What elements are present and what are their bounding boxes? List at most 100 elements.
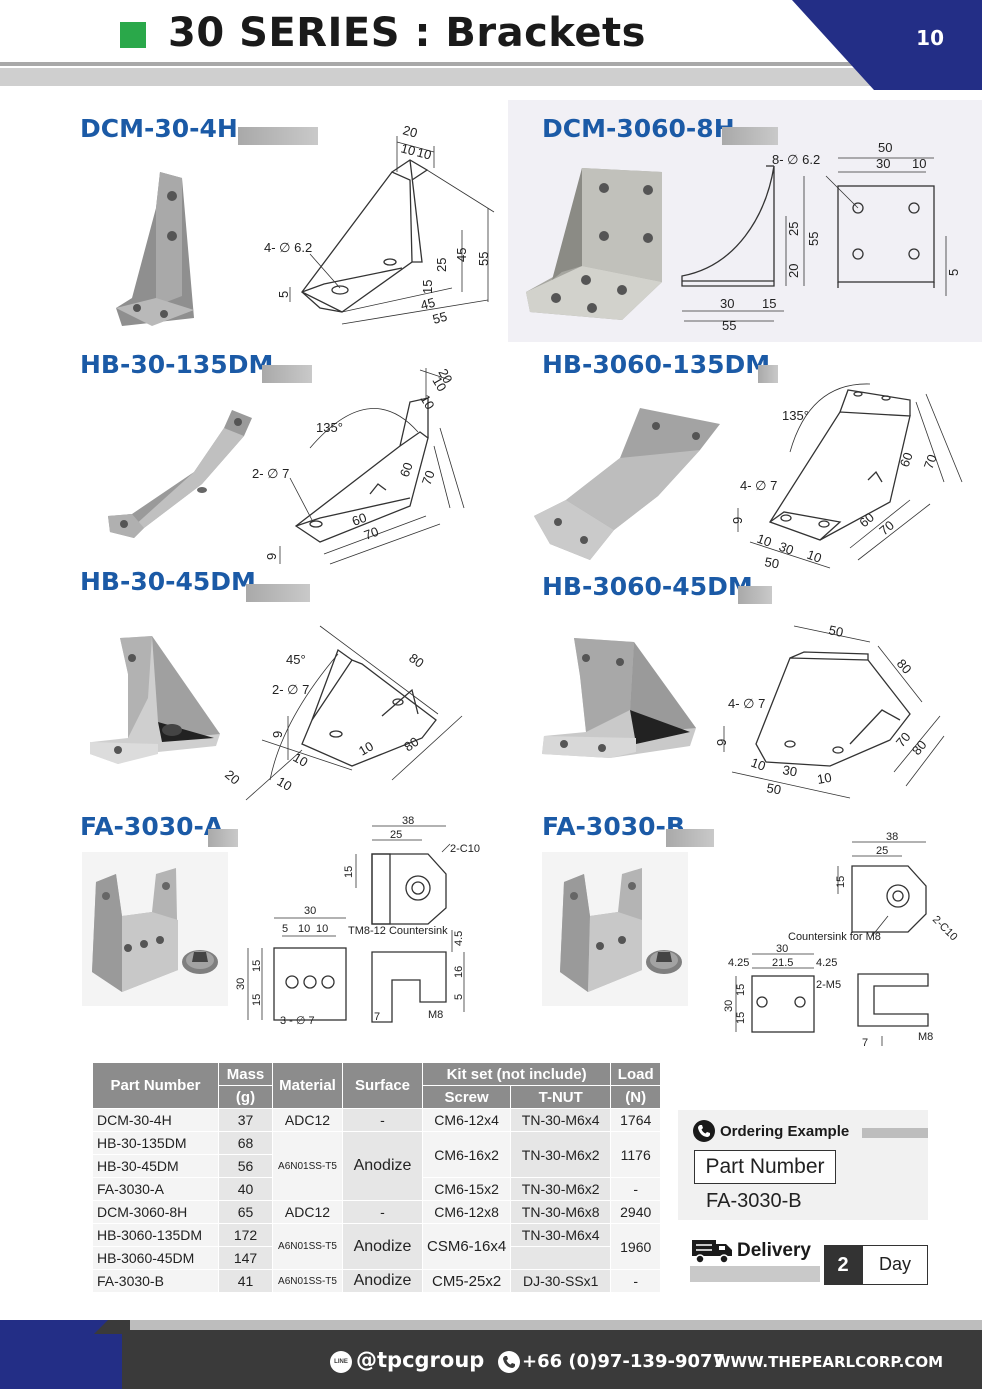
title-bar <box>246 584 310 602</box>
svg-text:10: 10 <box>417 392 437 412</box>
table-row: FA-3030-B 41 A6N01SS-T5 Anodize CM5-25x2… <box>92 1269 662 1293</box>
svg-text:50: 50 <box>827 622 844 640</box>
product-photo-dcm-30-4h <box>112 168 202 328</box>
drawing-hb-3060-135dm: 135° 4- ∅ 7 60 70 60 70 9 10 30 10 50 <box>730 372 970 572</box>
svg-text:55: 55 <box>476 252 491 266</box>
delivery-unit: Day <box>862 1245 928 1285</box>
svg-text:135°: 135° <box>316 420 343 435</box>
svg-text:60: 60 <box>350 510 369 529</box>
title-bar <box>666 829 714 847</box>
phone-icon <box>498 1351 520 1373</box>
svg-text:50: 50 <box>878 140 892 155</box>
svg-text:80: 80 <box>401 734 421 755</box>
svg-text:70: 70 <box>419 468 438 487</box>
product-title-hb-3060-45dm: HB-3060-45DM <box>542 572 753 601</box>
title-bar <box>208 829 238 847</box>
page-title: 30 SERIES : Brackets <box>168 10 646 56</box>
footer-line-id: @tpcgroup <box>356 1348 485 1372</box>
svg-text:50: 50 <box>763 554 780 571</box>
svg-text:M8: M8 <box>428 1009 443 1021</box>
svg-text:60: 60 <box>897 450 916 469</box>
svg-text:25: 25 <box>434 258 449 272</box>
svg-text:30: 30 <box>781 762 798 779</box>
svg-text:2- ∅ 7: 2- ∅ 7 <box>272 682 309 697</box>
ordering-title-bar <box>862 1128 928 1138</box>
svg-text:38: 38 <box>402 815 414 827</box>
table-row: DCM-3060-8H 65 ADC12 - CM6-12x8 TN-30-M6… <box>92 1200 662 1224</box>
svg-text:20: 20 <box>222 767 243 788</box>
svg-text:30: 30 <box>720 296 734 311</box>
part-number-label: Part Number <box>694 1150 836 1184</box>
col-tnut: T-NUT <box>510 1085 612 1109</box>
drawing-hb-30-45dm: 45° 2- ∅ 7 80 80 9 10 10 10 20 <box>222 620 463 810</box>
svg-text:15: 15 <box>343 866 355 878</box>
svg-text:10: 10 <box>415 144 433 162</box>
delivery-title: Delivery <box>737 1240 811 1261</box>
title-bar <box>738 586 772 604</box>
svg-text:TM8-12 Countersink: TM8-12 Countersink <box>348 925 448 937</box>
svg-text:Countersink for M8: Countersink for M8 <box>788 931 881 943</box>
svg-text:5: 5 <box>282 923 288 935</box>
svg-text:30: 30 <box>304 905 316 917</box>
col-part-number: Part Number <box>92 1062 219 1109</box>
svg-text:25: 25 <box>876 845 888 857</box>
footer-website[interactable]: WWW.THEPEARLCORP.COM <box>714 1353 944 1371</box>
svg-text:7: 7 <box>374 1011 380 1023</box>
product-title-dcm-30-4h: DCM-30-4H <box>80 114 238 143</box>
svg-text:4- ∅ 7: 4- ∅ 7 <box>728 696 765 711</box>
product-title-hb-30-135dm: HB-30-135DM <box>80 350 274 379</box>
svg-text:70: 70 <box>362 524 381 543</box>
svg-text:30: 30 <box>235 978 247 990</box>
svg-text:10: 10 <box>275 774 295 794</box>
ordering-title: Ordering Example <box>720 1123 850 1140</box>
svg-text:9: 9 <box>270 731 285 738</box>
col-mass-unit: (g) <box>218 1085 273 1109</box>
product-title-fa-3030-b: FA-3030-B <box>542 812 685 841</box>
product-title-fa-3030-a: FA-3030-A <box>80 812 224 841</box>
col-kit-set: Kit set (not include) <box>421 1062 612 1086</box>
col-surface: Surface <box>342 1062 423 1109</box>
drawing-fa-3030-b: 38 25 15 2-C10 Countersink for M8 30 4.2… <box>722 826 962 1052</box>
svg-text:10: 10 <box>399 140 417 158</box>
svg-text:7: 7 <box>862 1037 868 1049</box>
svg-text:10: 10 <box>298 923 310 935</box>
svg-text:50: 50 <box>765 780 782 797</box>
svg-text:15: 15 <box>835 876 847 888</box>
svg-text:45: 45 <box>454 248 469 262</box>
svg-text:10: 10 <box>805 547 824 566</box>
svg-text:15: 15 <box>735 1012 747 1024</box>
svg-text:2-M5: 2-M5 <box>816 979 841 991</box>
svg-text:80: 80 <box>406 650 426 671</box>
title-bar <box>238 127 318 145</box>
svg-text:9: 9 <box>264 553 279 560</box>
svg-text:9: 9 <box>730 517 745 524</box>
svg-text:10: 10 <box>755 531 774 550</box>
svg-text:10: 10 <box>356 738 376 758</box>
svg-text:10: 10 <box>429 374 449 394</box>
col-mass: Mass <box>218 1062 273 1086</box>
svg-text:4- ∅ 6.2: 4- ∅ 6.2 <box>264 240 312 255</box>
svg-text:70: 70 <box>876 518 897 539</box>
header-green-square <box>120 22 146 48</box>
svg-text:16: 16 <box>453 966 465 978</box>
svg-text:45°: 45° <box>286 652 306 667</box>
svg-text:20: 20 <box>786 264 801 278</box>
product-title-dcm-3060-8h: DCM-3060-8H <box>542 114 735 143</box>
truck-icon <box>690 1236 734 1271</box>
svg-text:38: 38 <box>886 831 898 843</box>
svg-text:135°: 135° <box>782 408 809 423</box>
svg-text:55: 55 <box>431 309 449 327</box>
product-photo-hb-30-135dm <box>104 406 254 546</box>
table-row: HB-3060-135DM 172 A6N01SS-T5 Anodize CSM… <box>92 1223 662 1270</box>
table-row: HB-30-45DM 56 <box>92 1154 661 1178</box>
svg-text:8- ∅ 6.2: 8- ∅ 6.2 <box>772 152 820 167</box>
svg-text:25: 25 <box>786 222 801 236</box>
svg-text:10: 10 <box>316 923 328 935</box>
svg-text:25: 25 <box>390 829 402 841</box>
svg-text:4.25: 4.25 <box>816 957 837 969</box>
svg-text:5: 5 <box>276 291 291 298</box>
title-bar <box>262 365 312 383</box>
svg-text:10: 10 <box>816 770 833 787</box>
page-number: 10 <box>916 26 944 50</box>
part-number-value: FA-3030-B <box>706 1190 802 1212</box>
